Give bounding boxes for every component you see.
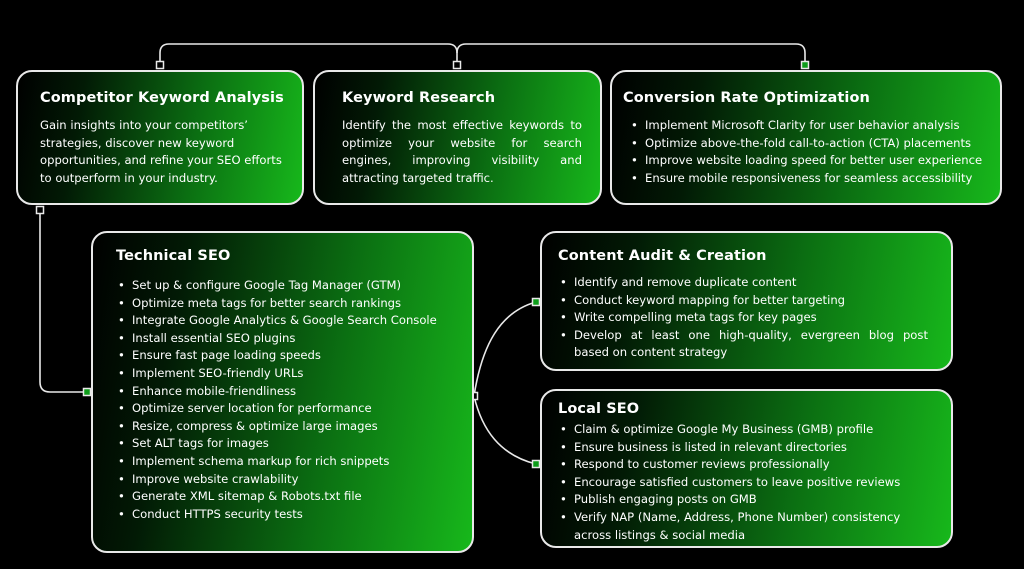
card-title: Competitor Keyword Analysis bbox=[40, 90, 284, 106]
cro-list: Implement Microsoft Clarity for user beh… bbox=[631, 117, 999, 187]
node-dot bbox=[452, 60, 462, 70]
card-title: Local SEO bbox=[558, 401, 640, 417]
node-dot bbox=[35, 205, 45, 215]
content-audit-card: Content Audit & Creation Identify and re… bbox=[540, 231, 953, 371]
list-item: Implement SEO-friendly URLs bbox=[118, 365, 468, 383]
list-item: Ensure mobile responsiveness for seamles… bbox=[631, 170, 999, 188]
node-dot bbox=[800, 60, 810, 70]
list-item: Implement schema markup for rich snippet… bbox=[118, 453, 468, 471]
card-body: Gain insights into your competitors’ str… bbox=[40, 118, 282, 185]
list-item: Set up & configure Google Tag Manager (G… bbox=[118, 277, 468, 295]
list-item: Resize, compress & optimize large images bbox=[118, 418, 468, 436]
list-item: Implement Microsoft Clarity for user beh… bbox=[631, 117, 999, 135]
list-item: Conduct HTTPS security tests bbox=[118, 506, 468, 524]
list-item: Identify and remove duplicate content bbox=[560, 274, 928, 292]
list-item: Generate XML sitemap & Robots.txt file bbox=[118, 488, 468, 506]
list-item: Enhance mobile-friendliness bbox=[118, 383, 468, 401]
list-item: Ensure fast page loading speeds bbox=[118, 347, 468, 365]
keyword-research-card: Keyword Research Identify the most effec… bbox=[313, 70, 602, 205]
branch-connector-lower bbox=[473, 395, 537, 465]
node-dot bbox=[82, 387, 92, 397]
list-item: Encourage satisfied customers to leave p… bbox=[560, 474, 928, 492]
technical-seo-card: Technical SEO Set up & configure Google … bbox=[91, 231, 474, 553]
list-item: Conduct keyword mapping for better targe… bbox=[560, 292, 928, 310]
list-item: Optimize server location for performance bbox=[118, 400, 468, 418]
local-seo-list: Claim & optimize Google My Business (GMB… bbox=[560, 421, 928, 544]
branch-connector-upper bbox=[473, 301, 537, 397]
list-item: Claim & optimize Google My Business (GMB… bbox=[560, 421, 928, 439]
list-item: Improve website loading speed for better… bbox=[631, 152, 999, 170]
card-title: Technical SEO bbox=[116, 248, 231, 264]
list-item: Set ALT tags for images bbox=[118, 435, 468, 453]
card-body: Identify the most effective keywords to … bbox=[342, 118, 582, 185]
conversion-rate-optimization-card: Conversion Rate Optimization Implement M… bbox=[610, 70, 1002, 205]
technical-seo-list: Set up & configure Google Tag Manager (G… bbox=[118, 277, 468, 523]
left-connector bbox=[39, 210, 87, 393]
list-item: Integrate Google Analytics & Google Sear… bbox=[118, 312, 468, 330]
list-item: Optimize above-the-fold call-to-action (… bbox=[631, 135, 999, 153]
list-item: Develop at least one high-quality, everg… bbox=[560, 327, 928, 362]
list-item: Respond to customer reviews professional… bbox=[560, 456, 928, 474]
list-item: Publish engaging posts on GMB bbox=[560, 491, 928, 509]
card-title: Conversion Rate Optimization bbox=[623, 90, 870, 106]
list-item: Ensure business is listed in relevant di… bbox=[560, 439, 928, 457]
content-audit-list: Identify and remove duplicate content Co… bbox=[560, 274, 928, 362]
card-title: Content Audit & Creation bbox=[558, 248, 767, 264]
node-dot bbox=[531, 297, 541, 307]
node-dot bbox=[531, 459, 541, 469]
list-item: Verify NAP (Name, Address, Phone Number)… bbox=[560, 509, 928, 544]
list-item: Write compelling meta tags for key pages bbox=[560, 309, 928, 327]
competitor-keyword-analysis-card: Competitor Keyword Analysis Gain insight… bbox=[16, 70, 304, 205]
list-item: Install essential SEO plugins bbox=[118, 330, 468, 348]
list-item: Improve website crawlability bbox=[118, 471, 468, 489]
top-connector-left bbox=[159, 43, 458, 65]
list-item: Optimize meta tags for better search ran… bbox=[118, 295, 468, 313]
card-title: Keyword Research bbox=[342, 90, 496, 106]
top-connector-right bbox=[456, 43, 806, 65]
node-dot bbox=[155, 60, 165, 70]
local-seo-card: Local SEO Claim & optimize Google My Bus… bbox=[540, 389, 953, 548]
